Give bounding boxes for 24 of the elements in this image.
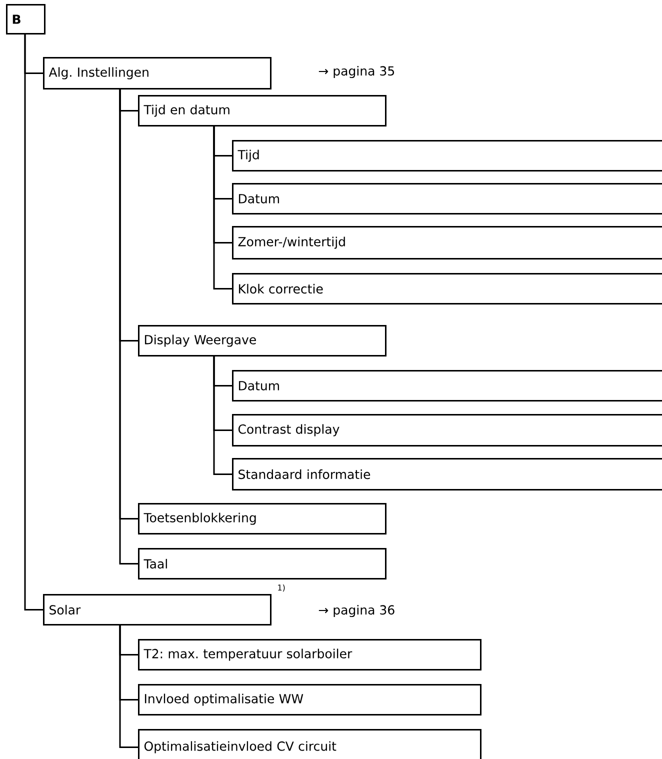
menu-box: Optimalisatieinvloed CV circuit xyxy=(138,729,482,759)
tree-connector xyxy=(213,126,232,290)
menu-box: Datum xyxy=(232,183,662,214)
menu-box: Display Weergave xyxy=(138,325,386,356)
menu-box: Invloed optimalisatie WW xyxy=(138,684,482,716)
menu-box: T2: max. temperatuur solarboiler xyxy=(138,639,482,670)
menu-box: Taal xyxy=(138,548,386,580)
footnote-mark: 1) xyxy=(278,584,285,592)
tree-connector xyxy=(119,626,138,748)
menu-box: B xyxy=(6,4,46,34)
menu-box: Tijd xyxy=(232,140,662,172)
menu-box: Toetsenblokkering xyxy=(138,503,386,534)
menu-box: Tijd en datum xyxy=(138,95,386,126)
page-reference: → pagina 36 xyxy=(318,604,394,618)
menu-box: Standaard informatie xyxy=(232,458,662,490)
menu-box: Klok correctie xyxy=(232,273,662,304)
menu-box: Solar xyxy=(43,594,272,626)
tree-connector xyxy=(213,356,232,475)
menu-box: Alg. Instellingen xyxy=(43,57,272,90)
menu-box: Zomer-/wintertijd xyxy=(232,226,662,260)
menu-box: Datum xyxy=(232,370,662,402)
menu-box: Contrast display xyxy=(232,414,662,446)
tree-connector xyxy=(24,34,43,610)
page-reference: → pagina 35 xyxy=(318,66,394,78)
